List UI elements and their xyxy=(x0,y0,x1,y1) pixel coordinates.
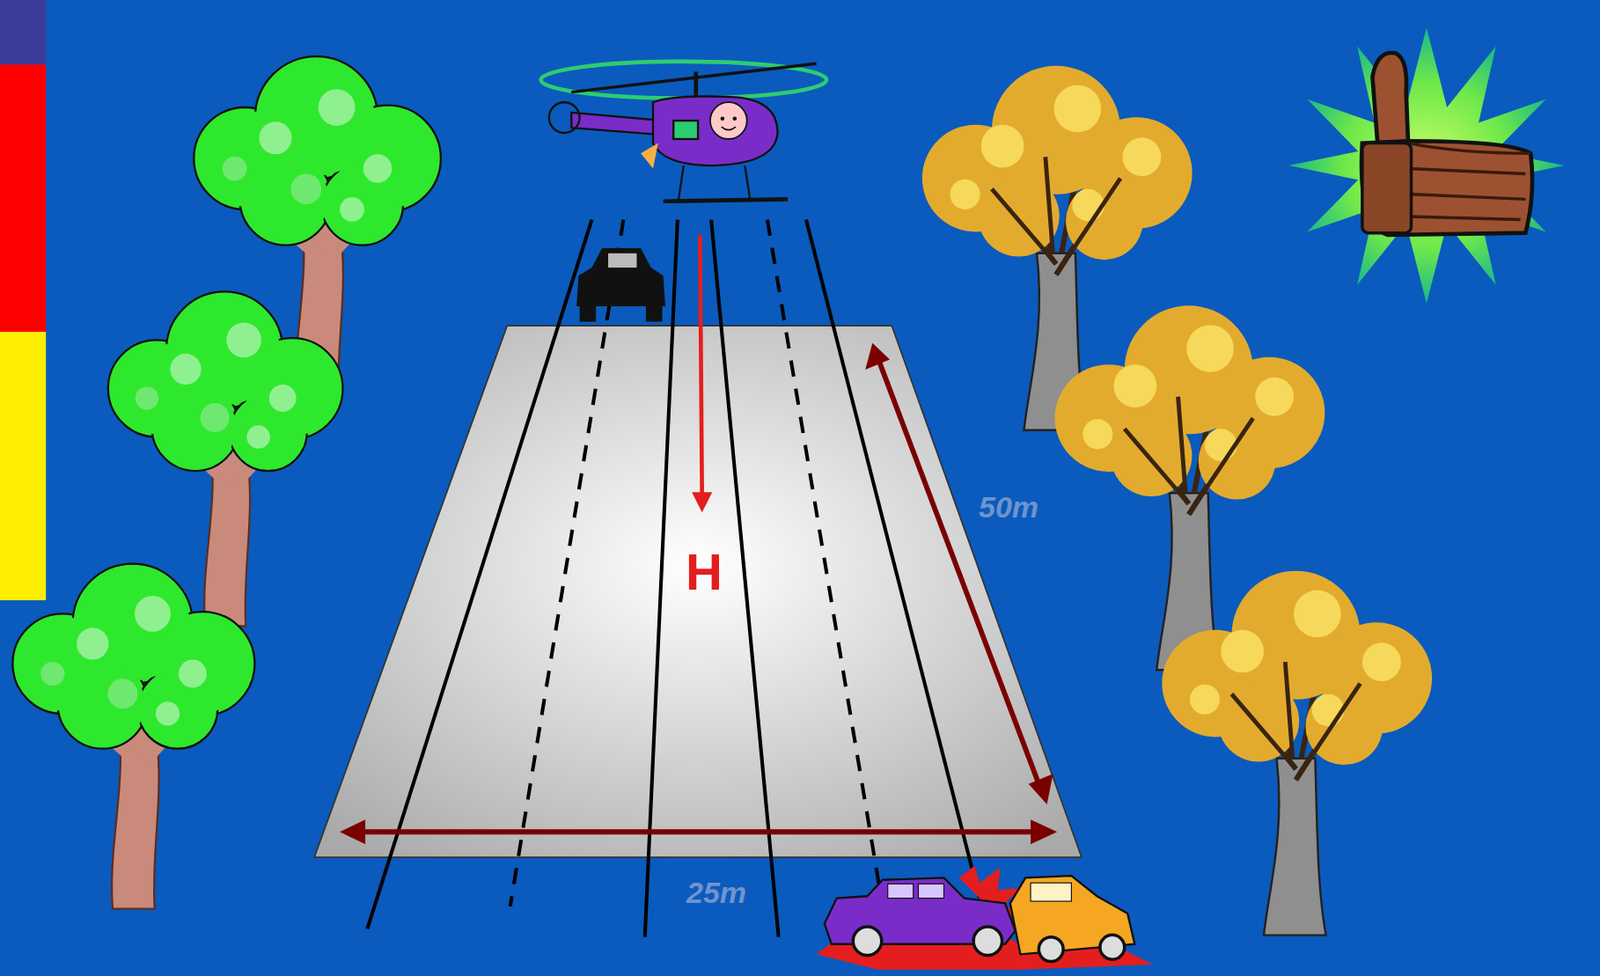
landing-zone xyxy=(314,325,1082,858)
car-crash xyxy=(816,865,1154,969)
dimension-arrows xyxy=(339,343,1057,845)
color-bar xyxy=(0,64,46,332)
descent-arrow xyxy=(691,234,712,513)
tree xyxy=(1161,571,1432,936)
dimension-label: 50m xyxy=(978,490,1039,525)
dimension-label: 25m xyxy=(686,875,747,911)
tree xyxy=(12,564,255,910)
thumbs-up-star xyxy=(1288,28,1564,304)
helicopter xyxy=(541,61,828,202)
color-bar xyxy=(0,331,46,601)
car-silhouette xyxy=(576,248,666,322)
color-bar xyxy=(0,0,46,65)
helipad-marking: H xyxy=(685,542,723,602)
